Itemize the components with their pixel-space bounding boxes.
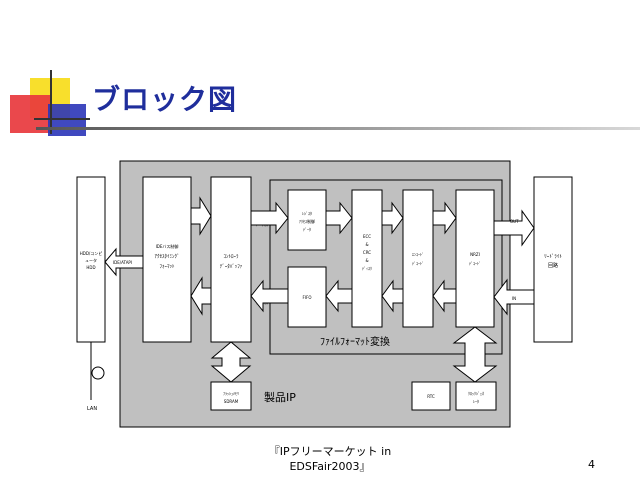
rtc-block	[411, 381, 451, 411]
left-external-label-0: HDD/コンピ	[80, 251, 103, 256]
right-external-block	[533, 176, 573, 343]
nrzi-label-1: ﾃﾞｺｰﾄﾞ	[469, 260, 481, 266]
clock-block	[455, 381, 497, 411]
memory-label-0: ﾌﾗｯｼｭﾒﾓﾘ	[223, 391, 239, 396]
fifo-label: FIFO	[303, 295, 312, 300]
ecc-block	[351, 189, 383, 328]
logo-vertical-line	[50, 70, 52, 134]
left-external-block	[76, 176, 106, 343]
inner-caption: ﾌｧｲﾙﾌｫｰﾏｯﾄ変換	[320, 335, 390, 348]
logo-horizontal-line	[34, 118, 90, 120]
right-external-label-0: ﾘｰﾄﾞﾗｲﾄ	[544, 253, 562, 260]
left-external-label-1: ュータ	[85, 257, 97, 263]
fifo-block	[287, 266, 327, 328]
out-label: OUT	[510, 219, 519, 224]
clock-label-1: ﾚｰﾀ	[473, 398, 479, 404]
encoder-block	[402, 189, 434, 328]
encoder-label-0: ｴﾝｺｰﾄﾞ	[412, 252, 424, 257]
arrow-right-3	[325, 201, 353, 235]
arrow-left-4	[381, 279, 404, 313]
page-title: ブロック図	[92, 83, 238, 116]
arrow-left-2	[250, 279, 289, 313]
ide-arrow-label: IDE/ATAPI	[113, 260, 132, 265]
footer-line-1: 『IPフリーマーケット in	[268, 445, 392, 458]
page-number: 4	[588, 458, 595, 471]
arrow-right-1	[190, 196, 212, 236]
clock-label-0: ｸﾛｯｸｼﾞｪﾈ	[468, 390, 484, 396]
logo-red-square	[10, 95, 50, 133]
ecc-label-2: CRC	[363, 250, 371, 255]
arrow-left-5	[432, 279, 457, 313]
ide-controller-block	[142, 176, 192, 343]
in-arrow	[493, 278, 535, 316]
ide-controller-label-2: ﾌｫｰﾏｯﾄ	[159, 264, 175, 270]
arrow-right-5	[432, 201, 457, 235]
ip-label: 製品IP	[264, 390, 296, 404]
arrow-right-2	[250, 201, 289, 235]
controller-block	[210, 176, 252, 343]
encoder-label-1: ﾃﾞｺｰﾄﾞ	[412, 260, 424, 266]
ide-controller-label-0: IDEバス制御	[156, 243, 179, 249]
controller-label-1: ﾃﾞｰﾀﾊﾞｯﾌｧ	[220, 263, 243, 270]
arrow-left-1	[190, 276, 212, 316]
out-arrow	[493, 209, 535, 247]
in-label: IN	[512, 296, 516, 301]
rtc-label: RTC	[427, 394, 435, 399]
ide-controller-label-1: ｱｸｾｽﾀｲﾐﾝｸﾞ	[154, 253, 179, 260]
title-divider	[36, 127, 640, 130]
arrow-right-4	[381, 201, 404, 235]
memory-label-1: SDRAM	[224, 399, 239, 404]
right-external-label-1: 回路	[548, 262, 558, 269]
register-block	[287, 189, 327, 251]
ecc-label-4: ﾃﾞｨｽｸ	[362, 265, 372, 271]
register-label-1: ｱｸｾｽ制御	[299, 218, 315, 224]
nrzi-label-0: NRZI	[470, 252, 480, 257]
ecc-label-0: ECC	[363, 234, 371, 239]
block-diagram: HDD/コンピ ュータ HDD LAN IDE/ATAPI IDEバス制御 ｱｸ…	[76, 160, 573, 428]
controller-label-0: ｺﾝﾄﾛｰﾗ	[223, 254, 239, 260]
ecc-label-1: &	[365, 242, 368, 247]
ecc-label-3: &	[365, 258, 368, 263]
footer-line-2: EDSFair2003』	[289, 460, 371, 473]
lan-connector	[91, 366, 105, 380]
nrzi-block	[455, 189, 495, 328]
register-label-0: ﾚｼﾞｽﾀ	[302, 210, 312, 216]
lan-label: LAN	[87, 406, 97, 412]
register-label-2: ﾃﾞｰﾀ	[303, 226, 311, 232]
logo-blue-square	[48, 104, 86, 136]
memory-block	[210, 381, 252, 411]
left-external-label-2: HDD	[86, 265, 95, 270]
arrow-left-3	[325, 279, 353, 313]
